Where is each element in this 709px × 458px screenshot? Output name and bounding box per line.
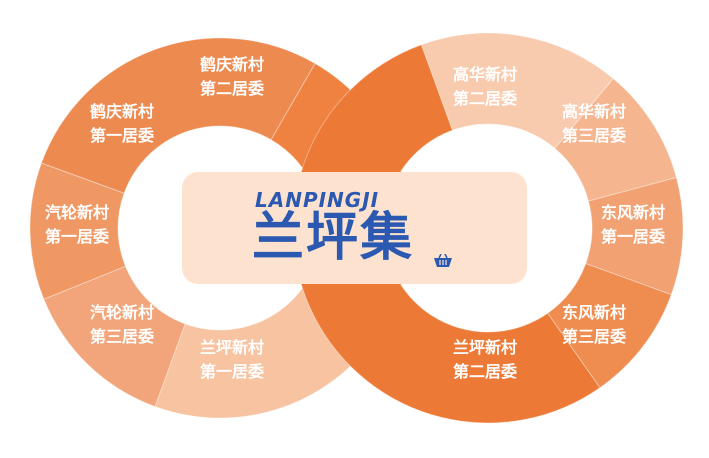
segment-label-line2: 第二居委 xyxy=(453,89,518,108)
logo-panel xyxy=(182,172,527,284)
segment-label-line2: 第一居委 xyxy=(90,126,155,145)
segment-label-line2: 第三居委 xyxy=(562,126,627,145)
segment-label-line1: 汽轮新村 xyxy=(45,203,109,222)
segment-label: 兰坪新村第二居委 xyxy=(453,338,518,381)
segment-label: 鹤庆新村第一居委 xyxy=(90,102,155,145)
logo-chinese-text: 兰坪集 xyxy=(252,208,415,268)
segment-label-line1: 东风新村 xyxy=(601,203,665,222)
right-ring xyxy=(292,32,684,424)
segment-label-line2: 第二居委 xyxy=(453,362,518,381)
right-ring-segment xyxy=(420,32,615,150)
segment-label-line1: 高华新村 xyxy=(562,102,626,121)
segment-label-line1: 鹤庆新村 xyxy=(200,55,264,74)
segment-label-line1: 汽轮新村 xyxy=(90,303,154,322)
segment-label: 鹤庆新村第二居委 xyxy=(200,55,265,98)
segment-label-line1: 高华新村 xyxy=(453,65,517,84)
segment-label: 汽轮新村第一居委 xyxy=(45,203,110,246)
segment-label-line1: 东风新村 xyxy=(562,303,626,322)
right-ring-segment xyxy=(554,77,677,202)
segment-label-line2: 第一居委 xyxy=(601,227,666,246)
segment-label: 东风新村第三居委 xyxy=(562,303,627,346)
segment-label: 兰坪新村第一居委 xyxy=(200,338,265,381)
left-ring-segment xyxy=(29,162,127,300)
segment-label-line2: 第三居委 xyxy=(90,327,155,346)
basket-icon xyxy=(434,254,452,267)
logo-latin-text: LANPINGJI xyxy=(255,188,380,212)
segment-label-line2: 第三居委 xyxy=(562,327,627,346)
segment-label-line2: 第一居委 xyxy=(200,362,265,381)
segment-label-line1: 鹤庆新村 xyxy=(90,102,154,121)
segment-label-line2: 第二居委 xyxy=(200,79,265,98)
segment-label-line1: 兰坪新村 xyxy=(200,338,264,357)
right-ring-segment xyxy=(585,176,684,296)
segment-label-line1: 兰坪新村 xyxy=(453,338,517,357)
right-ring-segment xyxy=(292,44,601,424)
left-ring-segment xyxy=(40,37,316,194)
segment-label: 汽轮新村第三居委 xyxy=(90,303,155,346)
right-ring-segment xyxy=(546,262,672,389)
segment-label: 高华新村第三居委 xyxy=(562,102,627,145)
segment-label: 高华新村第二居委 xyxy=(453,65,518,108)
segment-labels: 鹤庆新村第二居委兰坪新村第一居委汽轮新村第三居委汽轮新村第一居委鹤庆新村第一居委… xyxy=(45,55,666,381)
segment-label-line2: 第一居委 xyxy=(45,227,110,246)
segment-label: 东风新村第一居委 xyxy=(601,203,666,246)
left-ring-segment xyxy=(43,265,186,408)
